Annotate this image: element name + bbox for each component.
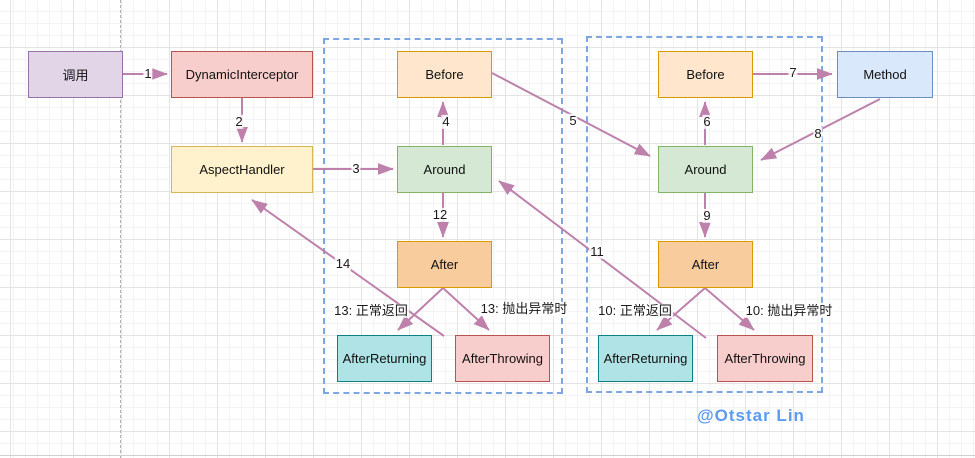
edge-label-12: 12 <box>431 206 449 223</box>
node-before-1[interactable]: Before <box>397 51 492 98</box>
node-aspect-handler[interactable]: AspectHandler <box>171 146 313 193</box>
node-before-2[interactable]: Before <box>658 51 753 98</box>
edge-label-8: 8 <box>813 125 823 142</box>
edge-label-13-return: 13: 正常返回 <box>333 302 409 319</box>
edge-label-10-return: 10: 正常返回 <box>597 302 673 319</box>
edge-label-1: 1 <box>143 65 153 82</box>
edge-label-13-throw: 13: 抛出异常时 <box>479 300 569 317</box>
node-after-throwing-2[interactable]: AfterThrowing <box>717 335 813 382</box>
edge-label-2: 2 <box>234 113 244 130</box>
node-after-returning-2[interactable]: AfterReturning <box>598 335 693 382</box>
edge-label-11: 11 <box>589 243 605 260</box>
interceptor-group-1[interactable] <box>323 38 563 394</box>
edge-10-after2-to-afterreturning2[interactable] <box>656 287 706 331</box>
node-call[interactable]: 调用 <box>28 51 123 98</box>
node-after-returning-1[interactable]: AfterReturning <box>337 335 432 382</box>
watermark: @Otstar Lin <box>697 406 805 425</box>
node-after-throwing-1[interactable]: AfterThrowing <box>455 335 550 382</box>
edge-label-6: 6 <box>702 113 712 130</box>
node-around-1[interactable]: Around <box>397 146 492 193</box>
edge-label-14: 14 <box>334 255 352 272</box>
edge-label-7: 7 <box>788 64 798 81</box>
page-boundary-line <box>120 0 121 458</box>
edge-label-9: 9 <box>702 207 712 224</box>
node-dynamic-interceptor[interactable]: DynamicInterceptor <box>171 51 313 98</box>
interceptor-group-2[interactable] <box>586 36 823 393</box>
edge-label-5: 5 <box>568 112 578 129</box>
edge-label-3: 3 <box>351 160 361 177</box>
node-around-2[interactable]: Around <box>658 146 753 193</box>
edge-13-after1-to-afterthrowing1[interactable] <box>442 287 490 331</box>
node-after-1[interactable]: After <box>397 241 492 288</box>
edge-10-after2-to-afterthrowing2[interactable] <box>704 287 755 331</box>
edge-label-10-throw: 10: 抛出异常时 <box>744 302 834 319</box>
node-after-2[interactable]: After <box>658 241 753 288</box>
node-method[interactable]: Method <box>837 51 933 98</box>
edge-label-4: 4 <box>441 113 451 130</box>
page-bottom-line <box>0 455 975 456</box>
edge-13-after1-to-afterreturning1[interactable] <box>397 287 444 331</box>
